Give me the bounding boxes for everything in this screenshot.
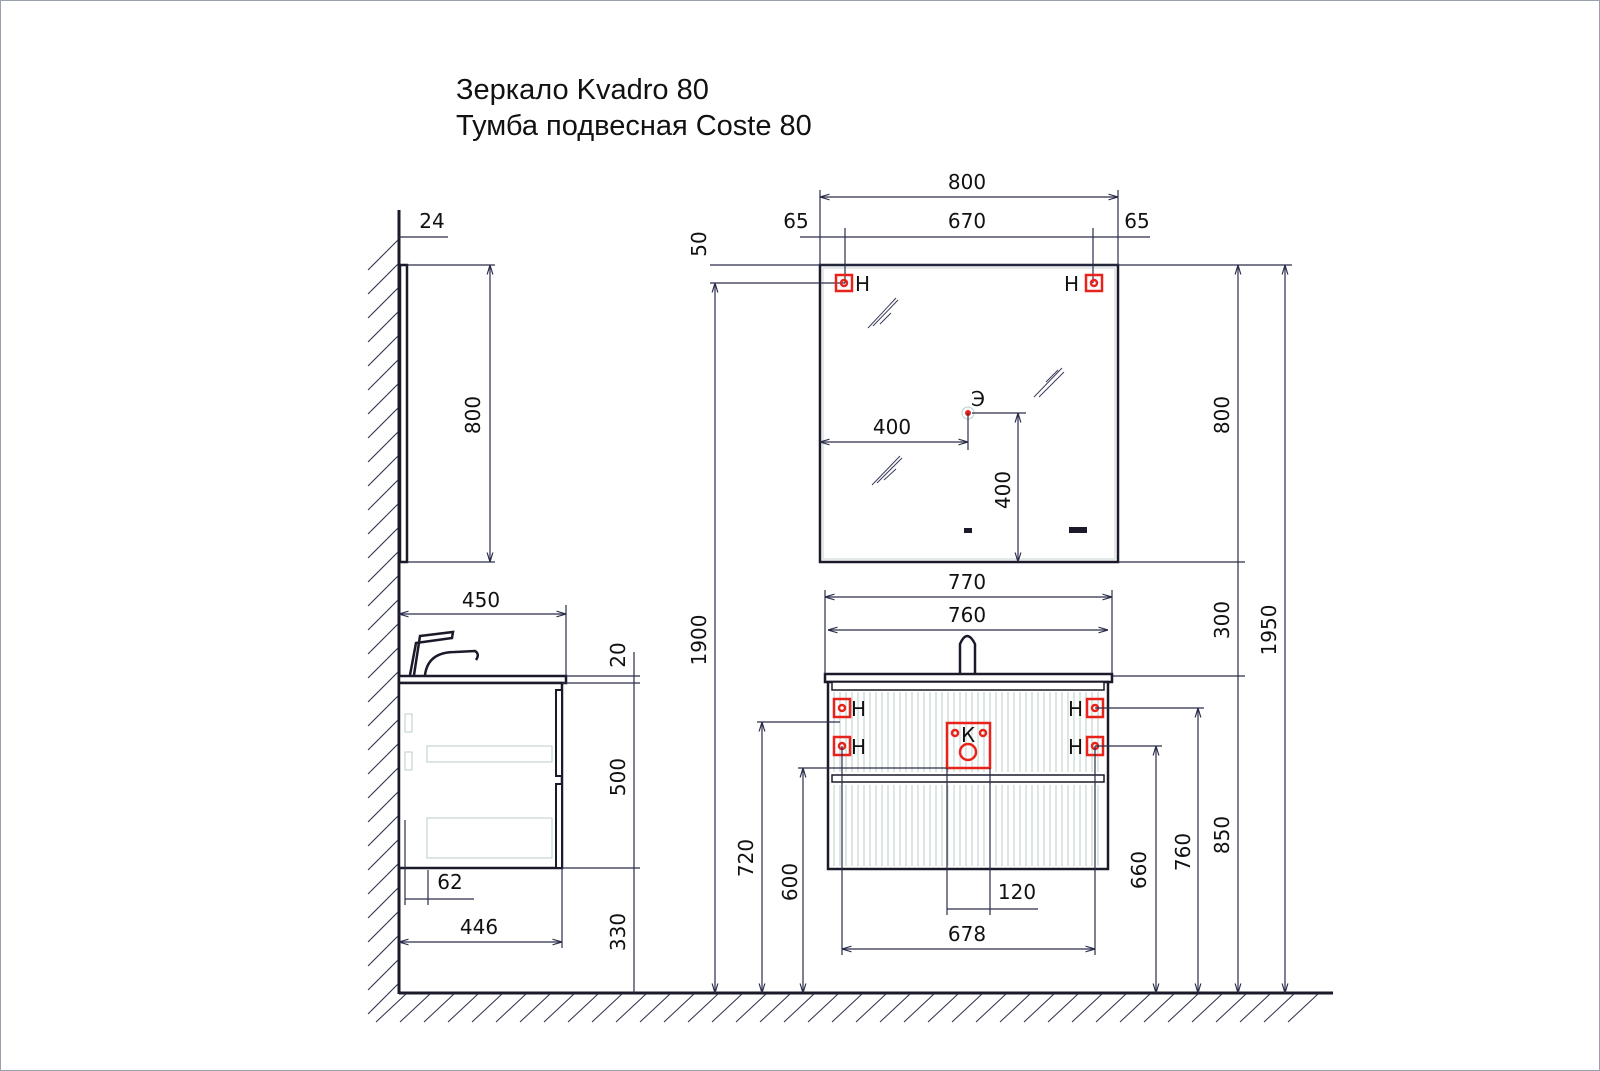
faucet-icon <box>408 630 479 676</box>
dim-mirror-width: 800 <box>948 170 986 194</box>
dim-hanger-spacing: 670 <box>948 209 986 233</box>
title-mirror: Зеркало Kvadro 80 <box>456 74 709 106</box>
svg-text:Н: Н <box>1068 697 1083 721</box>
hanger-marker: Н <box>832 735 866 759</box>
wall <box>367 210 401 1015</box>
side-cabinet <box>397 674 568 870</box>
dim-cabinet-top-height: 850 <box>1210 816 1234 854</box>
dim-top-thickness: 20 <box>606 642 630 667</box>
dim-front-mirror-height: 800 <box>1210 396 1234 434</box>
svg-text:К: К <box>961 723 975 747</box>
dim-socket-from-bottom: 400 <box>991 471 1015 509</box>
dim-right-upper-hanger: 760 <box>1171 833 1195 871</box>
dim-gap: 300 <box>1210 601 1234 639</box>
front-cabinet <box>823 634 1114 871</box>
dim-side-mirror-height: 800 <box>461 396 485 434</box>
dim-floor-clearance: 330 <box>606 913 630 951</box>
hanger-marker: Н <box>1064 272 1104 296</box>
dim-drain-box-height: 600 <box>778 863 802 901</box>
dim-edge-left: 65 <box>783 209 808 233</box>
svg-text:Н: Н <box>1068 735 1083 759</box>
hanger-marker: Н <box>832 697 866 721</box>
dim-hanger-from-top: 50 <box>687 231 711 256</box>
svg-text:Н: Н <box>851 735 866 759</box>
drain-marker: К <box>945 721 992 770</box>
title-cabinet: Тумба подвесная Coste 80 <box>456 110 812 142</box>
dim-top-width: 770 <box>948 570 986 594</box>
dim-top-depth: 450 <box>462 588 500 612</box>
dim-mirror-depth: 24 <box>419 209 444 233</box>
dim-lower-hanger-height: 720 <box>734 839 758 877</box>
dim-total-height: 1950 <box>1257 605 1281 656</box>
svg-text:Н: Н <box>855 272 870 296</box>
hanger-marker: Н <box>1068 697 1105 721</box>
hanger-marker: Н <box>834 272 870 296</box>
dim-drain-width: 120 <box>998 880 1036 904</box>
dim-cabinet-height: 500 <box>606 758 630 796</box>
dim-edge-right: 65 <box>1124 209 1149 233</box>
svg-text:Н: Н <box>851 697 866 721</box>
dim-hanger-height: 1900 <box>687 615 711 666</box>
floor <box>375 991 1333 1023</box>
svg-text:Э: Э <box>971 387 985 411</box>
dim-cabinet-hanger-spacing: 678 <box>948 922 986 946</box>
svg-text:Н: Н <box>1064 272 1079 296</box>
dim-socket-from-left: 400 <box>873 415 911 439</box>
dim-right-lower-hanger: 660 <box>1127 851 1151 889</box>
dim-offset: 62 <box>437 870 462 894</box>
side-mirror <box>398 263 409 564</box>
dim-cabinet-depth: 446 <box>460 915 498 939</box>
dim-inner-width: 760 <box>948 603 986 627</box>
